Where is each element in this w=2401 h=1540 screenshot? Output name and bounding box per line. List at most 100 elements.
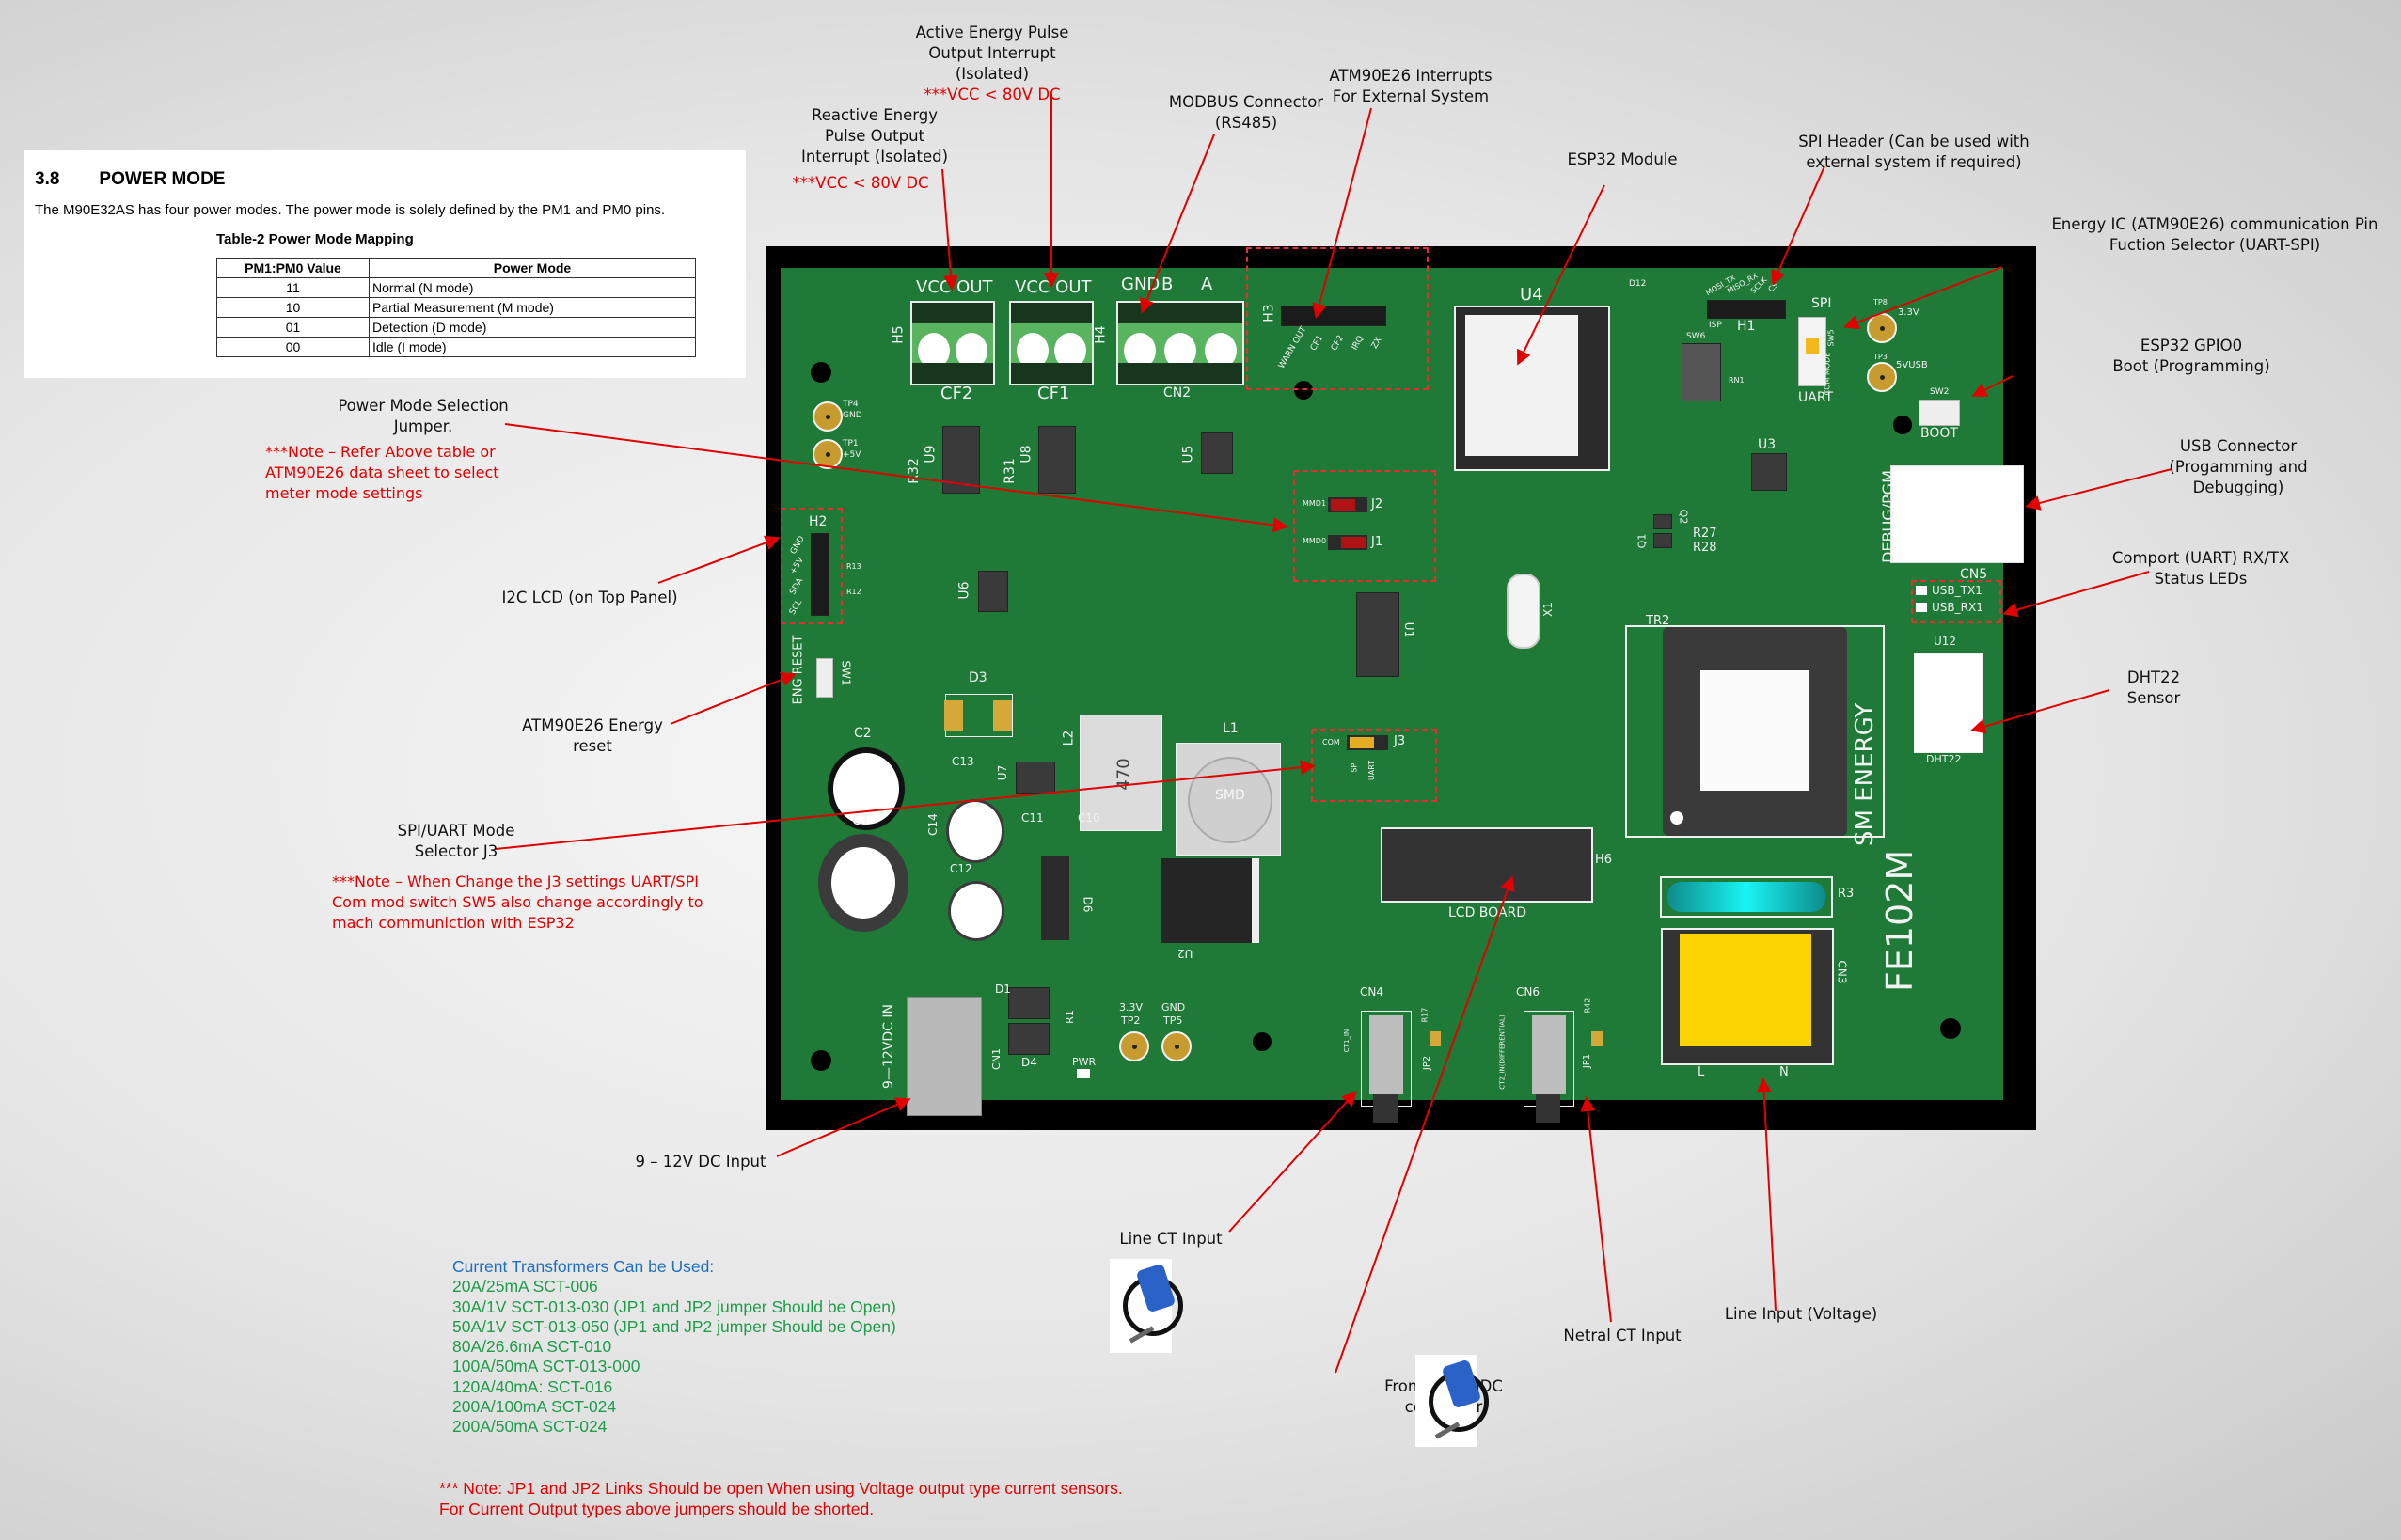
- silk-u9: U9: [923, 445, 939, 464]
- silk-pwr: PWR: [1072, 1056, 1097, 1068]
- testpoint-tp1[interactable]: [813, 439, 843, 469]
- callout-energy-ic-selector: Energy IC (ATM90E26) communication Pin F…: [2051, 215, 2378, 254]
- silk-h4: H4: [1093, 325, 1109, 344]
- callout-spi-uart-selector: SPI/UART Mode Selector J3: [397, 822, 515, 860]
- column-header: Power Mode: [369, 258, 696, 278]
- callout-i2c-lcd: I2C LCD (on Top Panel): [501, 589, 678, 606]
- dht22-sensor-u12: [1914, 653, 1983, 753]
- note-power-mode: ***Note – Refer Above table or ATM90E26 …: [265, 443, 499, 502]
- silk-r13: R13: [846, 562, 861, 571]
- highlight-usb-leds: [1911, 580, 2001, 623]
- silk-cn1: CN1: [989, 1048, 1003, 1070]
- silk-ct2-in: CT2_IN(DIFFERENTIAL): [1498, 1014, 1507, 1090]
- silk-u6: U6: [956, 581, 972, 600]
- dc-input-jack-cn1[interactable]: [907, 997, 982, 1116]
- brand-label: SM ENERGY: [1851, 702, 1879, 846]
- line-ct-jack-cn4[interactable]: [1361, 1011, 1412, 1123]
- jumper-j3[interactable]: [1347, 735, 1388, 750]
- silk-cn3: CN3: [1835, 960, 1849, 984]
- i2c-header-h2[interactable]: [811, 533, 829, 616]
- terminal-h5-cf2[interactable]: [910, 301, 995, 385]
- silk-sw1: SW1: [839, 660, 853, 686]
- jumper-j2[interactable]: [1328, 497, 1367, 512]
- testpoint-tp5[interactable]: [1161, 1031, 1192, 1061]
- silk-tr2: TR2: [1646, 614, 1670, 628]
- testpoint-tp3[interactable]: [1867, 362, 1897, 392]
- pm-mode: Partial Measurement (M mode): [369, 297, 696, 318]
- silk-r31: R31: [1002, 458, 1018, 484]
- callout-atm-interrupts: ATM90E26 Interrupts For External System: [1329, 67, 1493, 105]
- silk-u3: U3: [1758, 437, 1777, 452]
- current-transformer-list: Current Transformers Can be Used: 20A/25…: [452, 1257, 896, 1438]
- ct-list-item: 30A/1V SCT-013-030 (JP1 and JP2 jumper S…: [452, 1296, 896, 1316]
- regulator-u2: [1161, 858, 1259, 943]
- lcd-idc-connector-h6[interactable]: [1381, 827, 1593, 903]
- mounting-hole: [811, 362, 831, 383]
- power-led: [1077, 1069, 1090, 1078]
- transformer-tr2: [1625, 625, 1885, 838]
- silk-h6: H6: [1595, 853, 1613, 867]
- pm-mode: Normal (N mode): [369, 277, 696, 298]
- silk-c12: C12: [950, 862, 972, 875]
- silk-cn5: CN5: [1960, 567, 1988, 582]
- jumper-jp1[interactable]: [1591, 1031, 1603, 1046]
- callout-dht22: DHT22 Sensor: [2126, 668, 2181, 707]
- silk-dc-in: 9—12VDC IN: [880, 1004, 896, 1089]
- section-title: POWER MODE: [99, 169, 226, 189]
- dip-switch-sw6[interactable]: [1682, 343, 1721, 401]
- varistor-r3: [1660, 876, 1833, 918]
- silk-a: A: [1201, 275, 1213, 294]
- com-mode-switch-sw5[interactable]: [1798, 317, 1826, 386]
- terminal-cn2-modbus[interactable]: [1116, 301, 1244, 385]
- silk-h5: H5: [891, 325, 907, 344]
- jumper-j1[interactable]: [1328, 535, 1367, 550]
- jumper-jp2[interactable]: [1430, 1031, 1441, 1046]
- section-number: 3.8: [35, 169, 60, 189]
- silk-j3: J3: [1394, 734, 1406, 748]
- note-spi-uart: ***Note – When Change the J3 settings UA…: [332, 872, 703, 932]
- column-header: PM1:PM0 Value: [216, 258, 370, 278]
- testpoint-tp8[interactable]: [1867, 313, 1897, 343]
- silk-q1: Q1: [1635, 533, 1649, 549]
- optocoupler-u9: [942, 426, 980, 494]
- usb-connector-cn5[interactable]: [1890, 465, 2024, 563]
- ic-u6: [978, 571, 1008, 612]
- silk-cn6: CN6: [1516, 985, 1540, 998]
- pcb-board: VCC OUT VCC OUT GND B A H5 H4 CF2 CF1 CN…: [781, 247, 2024, 1123]
- silk-l: L: [1698, 1065, 1705, 1079]
- silk-j3-spi: SPI: [1350, 761, 1359, 773]
- silk-h2: H2: [809, 514, 828, 529]
- energy-reset-button-sw1[interactable]: [816, 658, 833, 698]
- spi-header-h1[interactable]: [1707, 300, 1786, 319]
- silk-sw2: SW2: [1930, 387, 1950, 397]
- silk-x1: X1: [1540, 602, 1555, 617]
- silk-c11: C11: [1021, 811, 1044, 825]
- mounting-hole: [1940, 1018, 1961, 1039]
- testpoint-tp4[interactable]: [813, 401, 843, 432]
- callout-line-input: Line Input (Voltage): [1724, 1305, 1878, 1323]
- terminal-h4-cf1[interactable]: [1009, 301, 1094, 385]
- switch-knob: [1806, 338, 1819, 354]
- line-input-terminal-cn3[interactable]: [1661, 928, 1834, 1065]
- neutral-ct-jack-cn6[interactable]: [1524, 1011, 1574, 1123]
- silk-r32: R32: [906, 458, 922, 484]
- capacitor-c14: [946, 799, 1004, 863]
- usb-uart-ic-u3: [1751, 453, 1787, 491]
- silk-boot: BOOT: [1920, 426, 1958, 441]
- boot-button-sw2[interactable]: [1919, 400, 1960, 426]
- ct-list-title: Current Transformers Can be Used:: [452, 1257, 715, 1276]
- callout-energy-reset: ATM90E26 Energy reset: [522, 716, 663, 755]
- silk-isp: ISP: [1709, 321, 1722, 330]
- header-h3[interactable]: [1281, 306, 1386, 326]
- callout-active-energy: Active Energy Pulse Output Interrupt (Is…: [915, 24, 1069, 83]
- silk-cf2: CF2: [940, 384, 973, 403]
- silk-u4: U4: [1520, 285, 1543, 305]
- silk-gnd: GND: [843, 411, 862, 420]
- pm-value: 00: [216, 337, 370, 357]
- callout-neutral-ct: Netral CT Input: [1563, 1327, 1682, 1344]
- ic-u7: [1016, 762, 1055, 794]
- testpoint-tp2[interactable]: [1119, 1031, 1149, 1061]
- jumper-note: *** Note: JP1 and JP2 Links Should be op…: [439, 1479, 1123, 1518]
- diode-d1: [1008, 987, 1050, 1019]
